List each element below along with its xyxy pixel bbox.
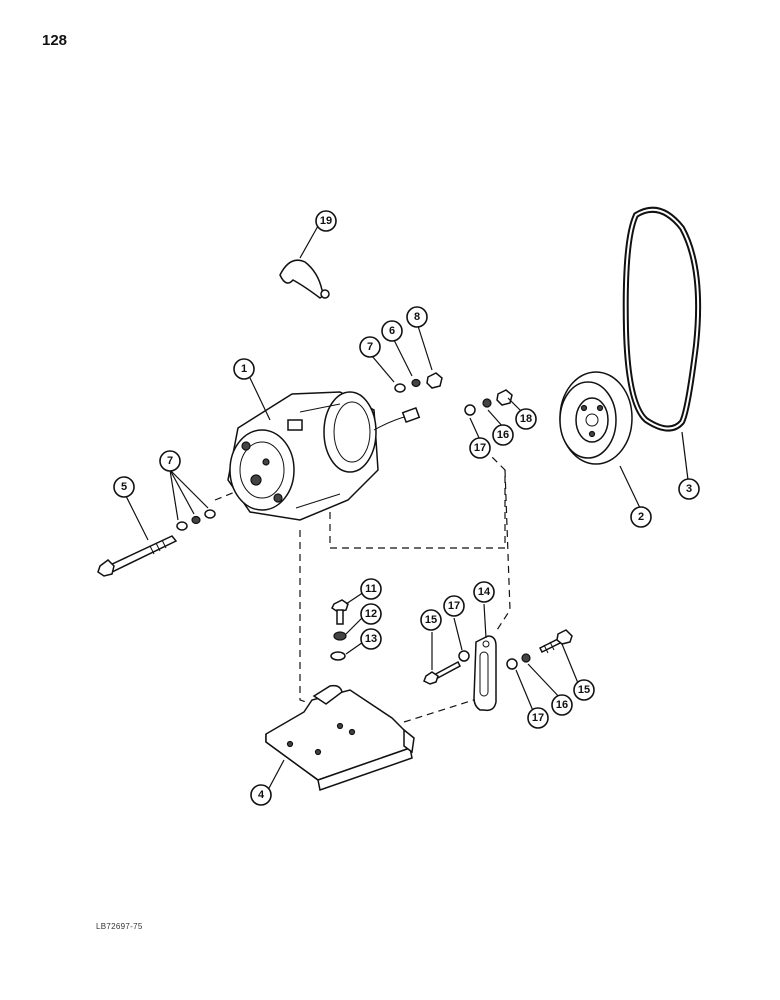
svg-text:13: 13: [365, 633, 377, 645]
mounting-bracket: [265, 684, 415, 791]
callout-14: 14: [473, 581, 495, 603]
page-number: 128: [42, 32, 68, 49]
svg-text:17: 17: [532, 712, 544, 724]
drive-belt: [622, 206, 702, 432]
callout-6: 6: [381, 320, 403, 342]
callout-5: 5: [113, 476, 135, 498]
callout-12: 12: [360, 603, 382, 625]
callout-11: 11: [360, 578, 382, 600]
hose-strap-clamp: [279, 259, 330, 299]
callout-13: 13: [360, 628, 382, 650]
svg-text:11: 11: [365, 583, 377, 595]
callout-3: 3: [678, 478, 700, 500]
pulley: [559, 371, 633, 465]
callout-15-right: 15: [573, 679, 595, 701]
svg-text:17: 17: [448, 600, 460, 612]
long-bolt: [97, 535, 178, 577]
adjust-bolt-right: [506, 629, 573, 670]
callout-18: 18: [515, 408, 537, 430]
svg-text:16: 16: [556, 699, 568, 711]
callout-7-top: 7: [359, 336, 381, 358]
callout-17-top: 17: [469, 437, 491, 459]
leader-lines: [125, 225, 689, 791]
callout-16-bottom: 16: [551, 694, 573, 716]
svg-text:7: 7: [167, 455, 173, 467]
bracket-bolt-stack: [330, 599, 349, 661]
callout-19: 19: [315, 210, 337, 232]
right-hardware: [464, 389, 513, 416]
svg-text:2: 2: [638, 511, 644, 523]
svg-text:8: 8: [414, 311, 420, 323]
svg-text:4: 4: [258, 789, 265, 801]
callout-17-mid: 17: [443, 595, 465, 617]
callout-7-bottom: 7: [159, 450, 181, 472]
adjusting-strap: [473, 635, 497, 712]
washer-17-left: [458, 650, 470, 662]
svg-text:17: 17: [474, 442, 486, 454]
svg-text:3: 3: [686, 483, 692, 495]
svg-text:16: 16: [497, 429, 509, 441]
svg-text:12: 12: [365, 608, 377, 620]
callout-17-bottom: 17: [527, 707, 549, 729]
adjust-bolt-left: [423, 660, 461, 685]
svg-text:15: 15: [425, 614, 437, 626]
illustration-reference-code: LB72697-75: [96, 922, 143, 931]
ac-compressor: [227, 391, 421, 521]
callout-8: 8: [406, 306, 428, 328]
svg-text:1: 1: [241, 363, 247, 375]
svg-text:19: 19: [320, 215, 332, 227]
top-hardware: [394, 372, 443, 393]
svg-text:15: 15: [578, 684, 590, 696]
callout-4: 4: [250, 784, 272, 806]
callout-1: 1: [233, 358, 255, 380]
callout-2: 2: [630, 506, 652, 528]
callout-15-left: 15: [420, 609, 442, 631]
svg-text:18: 18: [520, 413, 532, 425]
svg-text:6: 6: [389, 325, 395, 337]
svg-text:7: 7: [367, 341, 373, 353]
svg-text:14: 14: [478, 586, 491, 598]
svg-text:5: 5: [121, 481, 127, 493]
bolt-washers: [176, 509, 216, 531]
callout-16-top: 16: [492, 424, 514, 446]
